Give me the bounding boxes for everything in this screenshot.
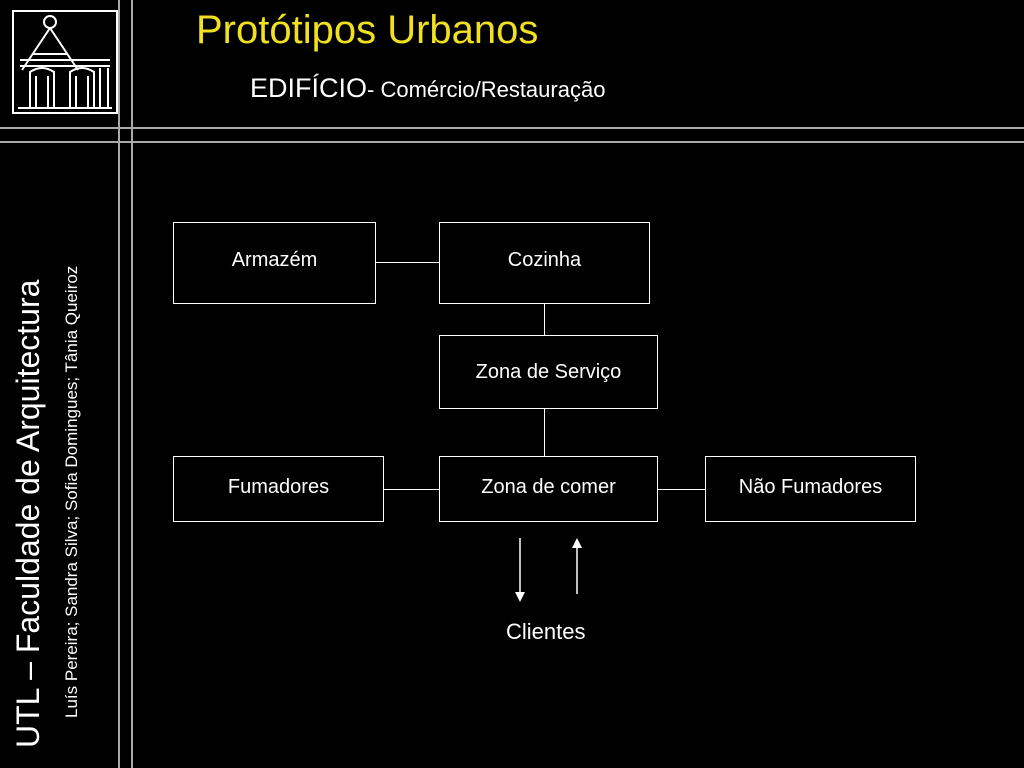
node-zona-comer: Zona de comer [439,456,658,522]
frame-line-horizontal-1 [0,127,1024,129]
page-subtitle: EDIFÍCIO- Comércio/Restauração [250,73,605,104]
node-label: Zona de Serviço [475,360,622,383]
node-armazem: Armazém [173,222,376,304]
node-label: Não Fumadores [738,476,883,498]
connector-servico-comer [544,408,545,456]
arrow-up-icon [572,538,582,594]
client-flow-arrows [515,538,582,602]
institution-label: UTL – Faculdade de Arquitectura [10,279,46,748]
node-label: Zona de comer [481,476,616,498]
connector-cozinha-servico [544,303,545,335]
node-label: Cozinha [507,249,582,271]
connector-fumadores-comer [383,489,439,490]
authors-label: Luís Pereira; Sandra Silva; Sofia Doming… [62,265,81,718]
frame-line-vertical-2 [131,0,133,768]
clients-label: Clientes [506,619,586,644]
subtitle-main: EDIFÍCIO [250,73,368,103]
node-label: Armazém [231,249,318,271]
node-label: Fumadores [227,476,330,498]
node-nao-fumadores: Não Fumadores [705,456,916,522]
connector-comer-nao-fumadores [657,489,705,490]
arrow-down-icon [515,538,525,602]
page-title: Protótipos Urbanos [196,8,539,52]
node-zona-servico: Zona de Serviço [439,335,658,409]
subtitle-rest: - Comércio/Restauração [367,77,606,102]
frame-line-vertical-1 [118,0,120,768]
node-cozinha: Cozinha [439,222,650,304]
faculty-logo-icon [12,10,118,114]
frame-line-horizontal-2 [0,141,1024,143]
node-fumadores: Fumadores [173,456,384,522]
connector-armazem-cozinha [375,262,439,263]
